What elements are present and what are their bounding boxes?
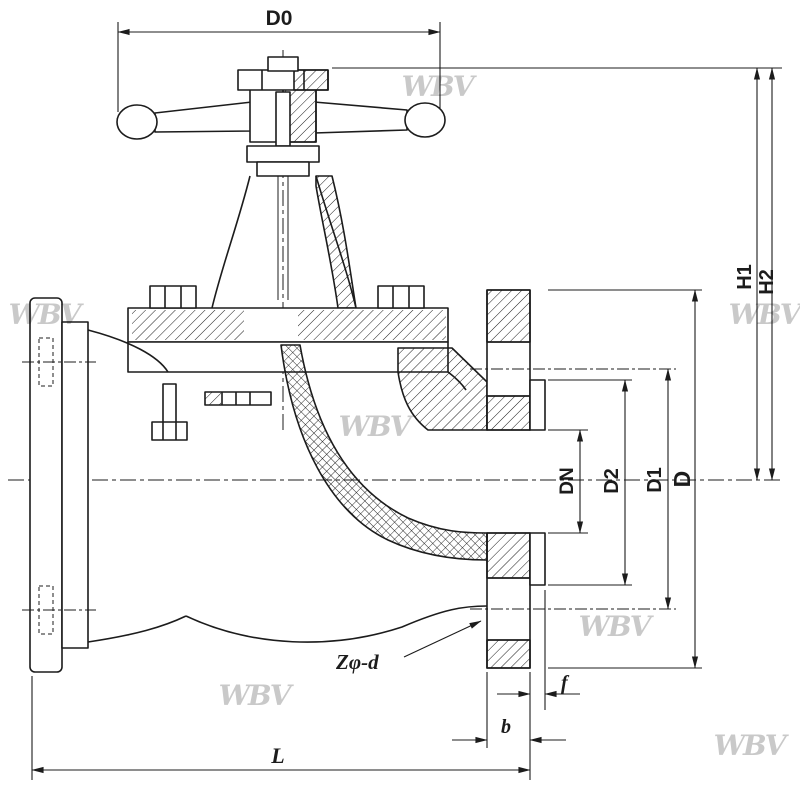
dim-label-d1: D1 (644, 467, 666, 493)
bonnet (211, 175, 357, 309)
inlet-flange-plate (29, 297, 63, 673)
dim-label-b: b (501, 716, 511, 738)
flange-bolt-left (149, 285, 197, 309)
dim-D0 (117, 22, 441, 112)
handwheel-spoke-left (154, 101, 253, 133)
handwheel-knob-right (404, 102, 446, 138)
outlet-flange (470, 289, 676, 669)
body-belly (185, 605, 488, 643)
watermark: WBV (339, 410, 415, 443)
dim-H1-H2 (332, 67, 782, 481)
watermark: WBV (219, 679, 295, 712)
dim-b (452, 672, 566, 748)
handwheel-spoke-right (313, 101, 408, 134)
dim-f (497, 590, 580, 710)
valve-body (87, 329, 488, 643)
outlet-raised-face-top (529, 379, 546, 431)
dim-label-dn: DN (557, 467, 578, 494)
watermark: WBV (579, 610, 655, 643)
gland-flange (246, 145, 320, 163)
handwheel-cap-section (293, 69, 329, 91)
watermark: WBV (729, 298, 800, 331)
watermark: WBV (402, 70, 478, 103)
bonnet-outline-left (211, 175, 251, 309)
flange-bolt-right (377, 285, 425, 309)
dim-L (31, 672, 531, 780)
bonnet-wall-section (315, 175, 357, 309)
outlet-top-wall-section (397, 347, 488, 431)
dim-label-d0: D0 (266, 7, 293, 30)
body-shoulder-bottom (87, 615, 187, 643)
outlet-raised-face-bottom (529, 532, 546, 586)
stud-bolt (162, 383, 177, 425)
diaphragm-lining (280, 344, 488, 561)
dim-DN (548, 429, 588, 534)
dim-D (548, 289, 702, 669)
dim-label-d: D (669, 471, 695, 488)
inlet-flange (22, 297, 96, 673)
dim-label-l: L (270, 743, 284, 768)
dim-label-h1: H1 (734, 264, 756, 290)
dim-label-bolt-holes: Zφ-d (335, 650, 379, 674)
stem-assembly (246, 91, 320, 300)
dim-label-d2: D2 (601, 468, 623, 494)
watermark: WBV (9, 298, 85, 331)
stem-top-knob (267, 56, 299, 72)
dim-label-h2: H2 (756, 269, 778, 295)
inlet-flange-raised-face (61, 321, 89, 649)
watermark: WBV (714, 729, 790, 762)
packing-gland (256, 161, 310, 177)
handwheel-knob-left (116, 104, 158, 140)
body-shoulder-top (87, 329, 169, 373)
dim-label-f: f (561, 672, 570, 694)
stud-nut (151, 421, 188, 441)
valve-stem (275, 91, 291, 147)
bolt-hole-leader (403, 620, 482, 658)
dim-D2 (548, 379, 632, 586)
